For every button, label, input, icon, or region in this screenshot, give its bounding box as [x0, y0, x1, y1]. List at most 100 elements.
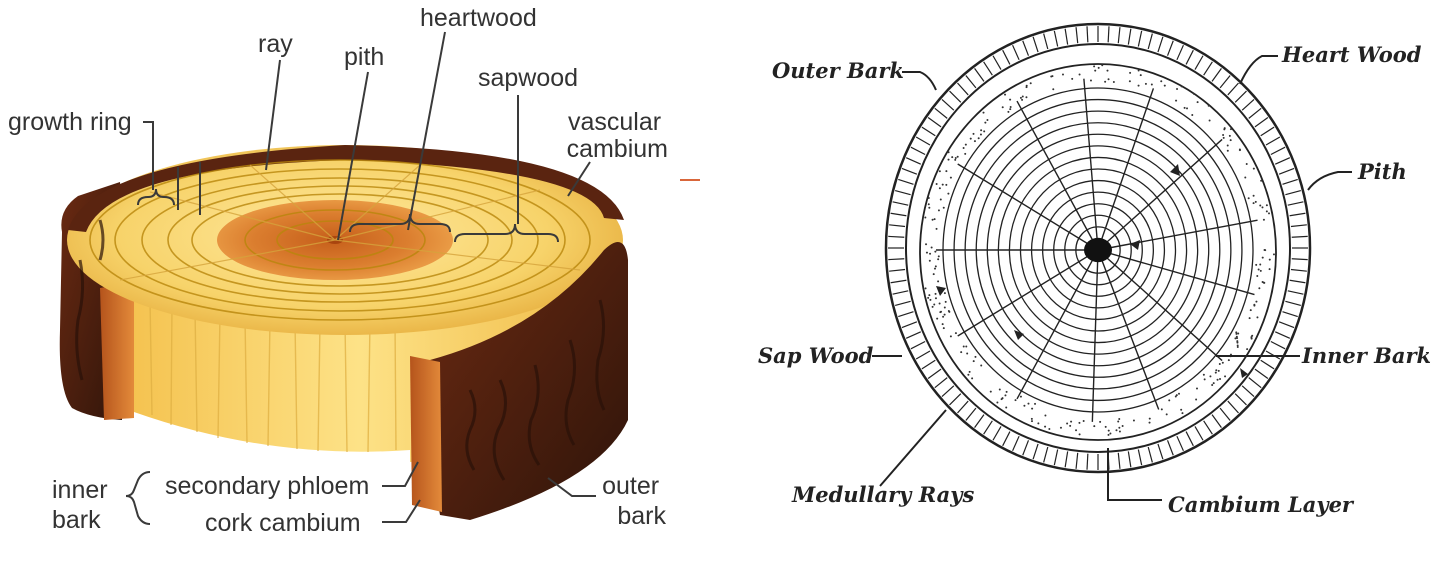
stipple-dot — [1019, 96, 1022, 99]
stipple-dot — [1195, 387, 1198, 390]
stipple-dot — [1224, 375, 1227, 378]
stipple-dot — [929, 298, 932, 301]
stipple-dot — [1209, 375, 1212, 378]
stipple-dot — [927, 296, 930, 299]
stipple-dot — [1244, 176, 1247, 179]
bark-hatch-mark — [1137, 30, 1143, 47]
stipple-dot — [1129, 71, 1132, 74]
label-sapwood: sapwood — [478, 64, 578, 92]
stipple-dot — [1215, 369, 1218, 372]
stipple-dot — [942, 206, 945, 209]
stipple-dot — [1203, 378, 1206, 381]
stipple-dot — [945, 183, 948, 186]
stipple-dot — [960, 351, 963, 354]
stipple-dot — [1235, 332, 1238, 335]
bark-hatch-mark — [974, 414, 985, 428]
stipple-dot — [1217, 369, 1220, 372]
stipple-dot — [1014, 399, 1017, 402]
stipple-dot — [1094, 69, 1097, 72]
bark-hatch-mark — [1287, 290, 1304, 295]
bark-hatch-mark — [1265, 136, 1281, 146]
stipple-dot — [943, 306, 946, 309]
stipple-dot — [937, 209, 940, 212]
stipple-dot — [1259, 204, 1262, 207]
stipple-dot — [928, 294, 931, 297]
stipple-dot — [1258, 287, 1261, 290]
stipple-dot — [938, 302, 941, 305]
stipple-dot — [1211, 383, 1214, 386]
stipple-dot — [1226, 149, 1229, 152]
stipple-dot — [935, 183, 938, 186]
bark-hatch-mark — [1002, 49, 1011, 65]
stipple-dot — [1121, 425, 1124, 428]
bark-hatch-mark — [1127, 28, 1132, 45]
bark-hatch-mark — [895, 189, 911, 196]
medullary-ray — [1016, 100, 1099, 251]
stipple-dot — [1267, 212, 1270, 215]
stipple-dot — [1132, 419, 1135, 422]
stipple-dot — [1118, 426, 1121, 429]
medullary-ray — [1097, 88, 1155, 251]
left-leader-lines — [125, 31, 596, 525]
bark-hatch-mark — [974, 68, 985, 82]
stipple-dot — [973, 140, 976, 143]
stipple-dot — [925, 251, 928, 254]
bark-hatch-mark — [1248, 107, 1262, 119]
stipple-dot — [1216, 378, 1219, 381]
bark-hatch-mark — [1075, 27, 1079, 44]
stipple-dot — [925, 243, 928, 246]
stipple-dot — [1237, 332, 1240, 335]
stipple-dot — [947, 192, 950, 195]
stipple-dot — [1218, 363, 1221, 366]
stipple-dot — [967, 373, 970, 376]
stipple-dot — [1030, 417, 1033, 420]
stipple-dot — [1148, 421, 1151, 424]
stipple-dot — [949, 335, 952, 338]
bark-hatch-mark — [1032, 443, 1039, 460]
bark-hatch-mark — [957, 82, 969, 96]
stipple-dot — [1101, 64, 1104, 67]
stipple-dot — [931, 218, 934, 221]
bark-hatch-mark — [1022, 40, 1030, 56]
stipple-dot — [1070, 420, 1073, 423]
stipple-dot — [964, 143, 967, 146]
medullary-ray — [1097, 249, 1255, 296]
stipple-dot — [1093, 65, 1096, 68]
medullary-ray — [1016, 249, 1099, 400]
stipple-dot — [1023, 404, 1026, 407]
bark-hatch-mark — [905, 331, 922, 339]
medullary-ray — [1097, 219, 1258, 251]
stipple-dot — [1061, 73, 1064, 76]
stipple-dot — [927, 197, 930, 200]
stipple-dot — [1069, 424, 1072, 427]
medullary-ray — [1097, 249, 1160, 410]
stipple-dot — [1214, 371, 1217, 374]
growth-rings — [89, 159, 591, 321]
stipple-dot — [1259, 263, 1262, 266]
stipple-dot — [1180, 408, 1183, 411]
bark-hatch-mark — [1012, 435, 1020, 452]
stipple-dot — [969, 137, 972, 140]
stipple-dot — [1177, 392, 1180, 395]
bark-hatch-mark — [983, 420, 993, 435]
bark-hatch-mark — [992, 426, 1002, 441]
stipple-dot — [1175, 394, 1178, 397]
bark-hatch-mark — [1227, 82, 1239, 96]
bark-hatch-mark — [1086, 453, 1089, 470]
medullary-ray — [1083, 78, 1099, 251]
stipple-dot — [1183, 106, 1186, 109]
bark-hatch-mark — [1241, 99, 1255, 111]
label-pith: pith — [344, 43, 384, 71]
bark-hatch-mark — [1270, 340, 1286, 350]
stipple-dot — [1260, 179, 1263, 182]
stipple-dot — [1025, 84, 1028, 87]
stipple-dot — [933, 303, 936, 306]
stipple-dot — [1139, 74, 1142, 77]
stipple-dot — [1150, 83, 1153, 86]
stipple-dot — [1137, 69, 1140, 72]
stipple-dot — [939, 198, 942, 201]
bark-hatch-mark — [898, 311, 914, 318]
stipple-dot — [1037, 422, 1040, 425]
bark-hatch-mark — [949, 90, 962, 103]
